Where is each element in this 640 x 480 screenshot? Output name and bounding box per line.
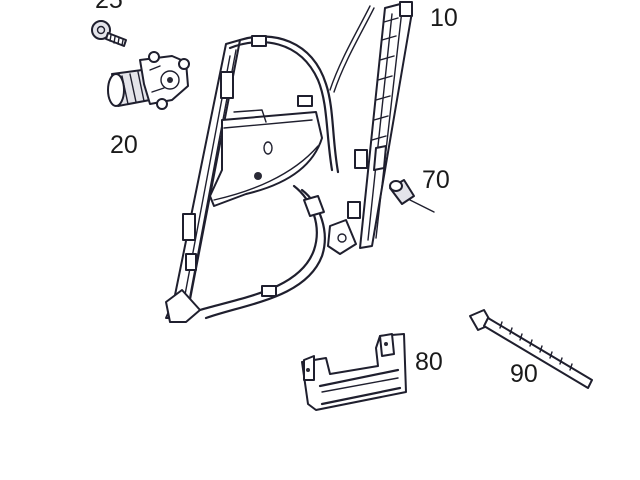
screw-part-25: [91, 20, 127, 47]
callout-70: 70: [422, 166, 450, 194]
callout-20: 20: [110, 131, 138, 159]
callout-25: 25: [95, 0, 123, 14]
clip-part-70: [389, 179, 435, 213]
cable-tie-part-90: [469, 309, 593, 389]
window-regulator-part-10: [165, 1, 413, 323]
bracket-part-80: [301, 333, 407, 411]
callout-90: 90: [510, 360, 538, 388]
motor-part-20: [107, 51, 190, 110]
callout-10: 10: [430, 4, 458, 32]
callout-80: 80: [415, 348, 443, 376]
